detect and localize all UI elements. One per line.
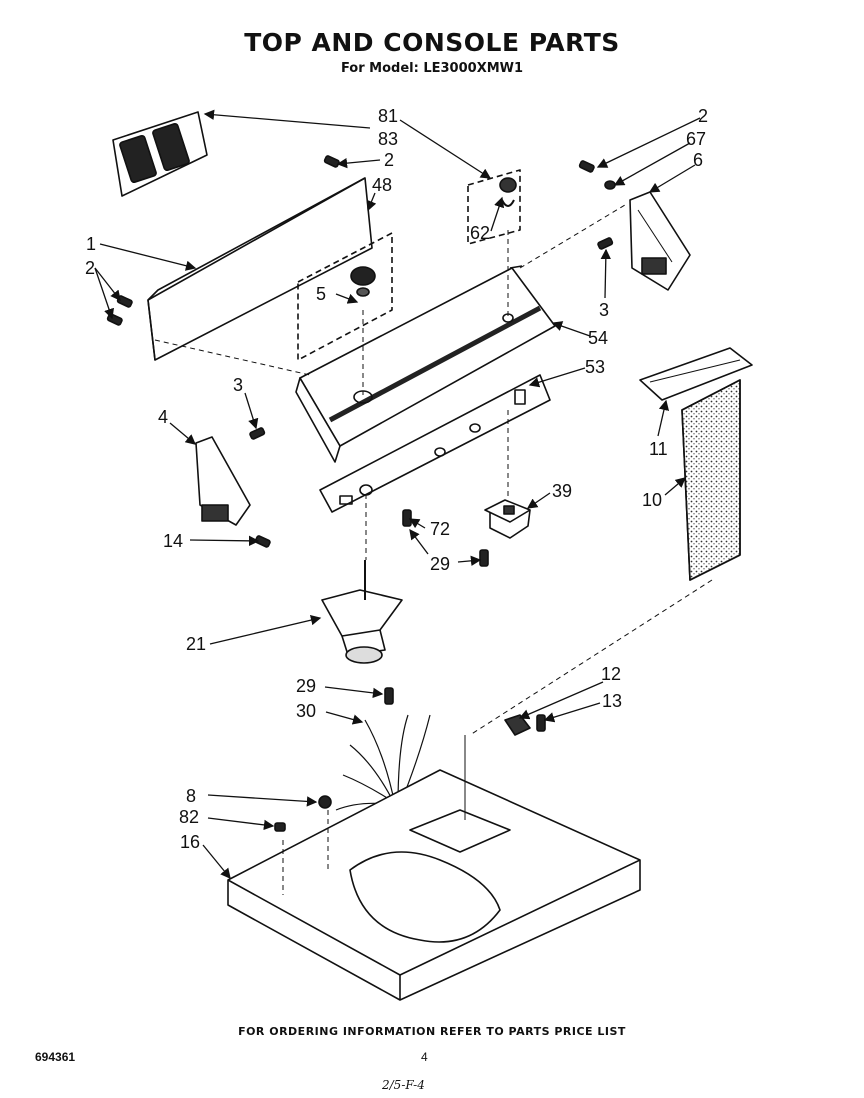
callout-67: 67 — [686, 129, 706, 149]
callout-leaders — [94, 109, 701, 880]
part-1-rear-panel — [147, 177, 373, 361]
assembly-lines — [154, 204, 713, 895]
callout-21: 21 — [186, 634, 206, 654]
document-number: 694361 — [35, 1050, 76, 1064]
callout-12: 12 — [601, 664, 621, 684]
callout-4: 4 — [158, 407, 168, 427]
part-4-left-end-cap — [195, 436, 251, 526]
part-53-console-bracket — [319, 374, 551, 513]
callout-14: 14 — [163, 531, 183, 551]
handwritten-note: 2/5-F-4 — [382, 1078, 425, 1092]
callout-16: 16 — [180, 832, 200, 852]
callout-72: 72 — [430, 519, 450, 539]
callout-8: 8 — [186, 786, 196, 806]
part-11-lint-cover — [639, 347, 753, 401]
part-39-switch — [484, 499, 531, 539]
callout-2: 2 — [698, 106, 708, 126]
callout-2: 2 — [85, 258, 95, 278]
callout-labels: 81 83 2 2 67 6 48 1 2 62 5 54 3 53 3 4 1… — [85, 106, 708, 852]
part-48-control-knob-group — [297, 232, 393, 361]
callout-53: 53 — [585, 357, 605, 377]
model-subtitle: For Model: LE3000XMW1 — [340, 61, 524, 76]
callout-29: 29 — [296, 676, 316, 696]
callout-10: 10 — [642, 490, 662, 510]
callout-5: 5 — [316, 284, 326, 304]
part-16-dryer-top — [227, 735, 641, 1001]
page-number: 4 — [421, 1050, 428, 1064]
callout-3: 3 — [233, 375, 243, 395]
part-12-bracket — [504, 714, 531, 736]
callout-30: 30 — [296, 701, 316, 721]
ordering-note: FOR ORDERING INFORMATION REFER TO PARTS … — [238, 1025, 626, 1038]
callout-54: 54 — [588, 328, 608, 348]
screws — [106, 155, 616, 832]
part-6-right-end-cap — [629, 191, 691, 291]
callout-62: 62 — [470, 223, 490, 243]
callout-6: 6 — [693, 150, 703, 170]
callout-29: 29 — [430, 554, 450, 574]
part-83-bracket — [112, 111, 208, 197]
callout-82: 82 — [179, 807, 199, 827]
callout-11: 11 — [649, 439, 668, 459]
callout-3: 3 — [599, 300, 609, 320]
part-81-group — [467, 169, 521, 245]
callout-83: 83 — [378, 129, 398, 149]
part-21-timer — [321, 560, 403, 664]
callout-81: 81 — [378, 106, 398, 126]
callout-1: 1 — [86, 234, 96, 254]
part-10-lint-screen — [681, 379, 741, 581]
callout-2: 2 — [384, 150, 394, 170]
callout-13: 13 — [602, 691, 622, 711]
part-54-console-panel — [295, 265, 556, 463]
callout-48: 48 — [372, 175, 392, 195]
page-title: TOP AND CONSOLE PARTS — [244, 28, 620, 57]
callout-39: 39 — [552, 481, 572, 501]
